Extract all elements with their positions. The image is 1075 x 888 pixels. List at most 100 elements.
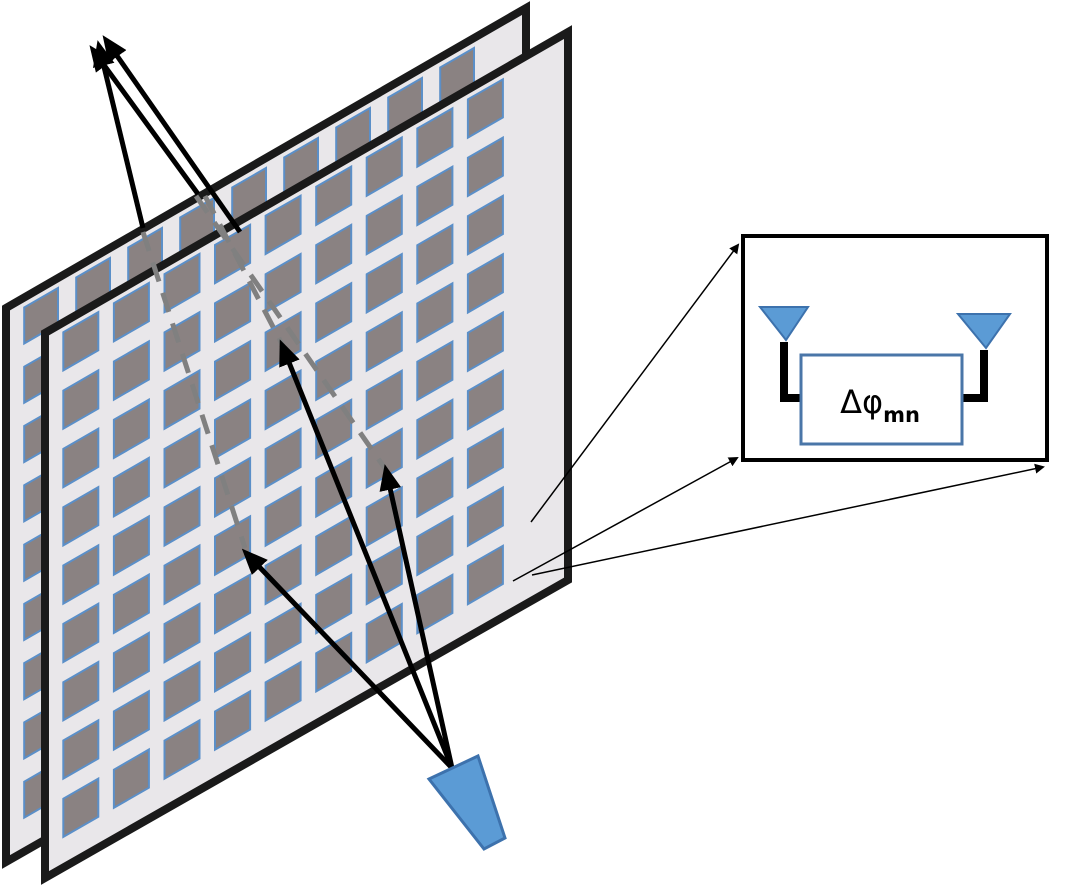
unit-cell <box>264 368 302 431</box>
unit-cell <box>264 427 302 490</box>
unit-cell <box>62 601 100 664</box>
unit-cell <box>315 456 353 519</box>
front-panel-cells <box>62 77 504 839</box>
unit-cell <box>62 310 100 373</box>
unit-cell <box>214 689 252 752</box>
unit-cell <box>264 485 302 548</box>
phase-shift-label: Δφmn <box>840 383 920 427</box>
unit-cell <box>264 543 302 606</box>
front-surface-panel <box>41 25 572 885</box>
unit-cell <box>466 544 504 606</box>
incident-ray-middle <box>279 339 455 769</box>
unit-cell <box>416 281 454 344</box>
zoom-line-bottom <box>531 463 1045 576</box>
phase-shift-symbol: Δφ <box>840 383 883 421</box>
unit-cell <box>466 485 504 548</box>
unit-cell <box>466 77 504 140</box>
unit-cell <box>62 368 100 431</box>
unit-cell <box>264 193 302 256</box>
unit-cell <box>365 310 403 373</box>
unit-cell <box>315 164 353 227</box>
unit-cell <box>163 310 201 373</box>
unit-cell <box>416 106 454 169</box>
unit-cell <box>466 369 504 431</box>
unit-cell <box>315 398 353 460</box>
unit-cell <box>112 339 150 402</box>
unit-cell <box>315 573 353 635</box>
unit-cell <box>365 368 403 431</box>
unit-cell <box>214 339 252 402</box>
unit-cell <box>214 397 252 460</box>
unit-cell <box>264 252 302 315</box>
unit-cell <box>163 718 201 781</box>
unit-cell <box>365 194 403 256</box>
unit-cell <box>62 718 100 781</box>
unit-cell <box>315 223 353 285</box>
unit-cell <box>466 194 504 256</box>
unit-cell <box>62 426 100 489</box>
unit-cell <box>112 689 150 752</box>
transmit-antenna-icon <box>955 313 1012 350</box>
dashed-ray-right <box>193 194 389 472</box>
unit-cell <box>112 397 150 460</box>
unit-cell <box>416 164 454 227</box>
unit-cell <box>163 602 201 664</box>
unit-cell <box>112 572 150 635</box>
right-feed-wire <box>962 350 988 402</box>
unit-cell <box>365 543 403 606</box>
unit-cell <box>163 660 201 723</box>
unit-cell <box>163 543 201 606</box>
reflected-ray-left <box>93 40 146 229</box>
unit-cell <box>416 339 454 402</box>
unit-cell <box>315 281 353 344</box>
unit-cell <box>264 602 302 664</box>
unit-cell <box>466 427 504 490</box>
unit-cell <box>365 427 403 490</box>
dashed-ray-paths <box>140 194 389 549</box>
reflected-rays <box>89 35 243 234</box>
unit-cell-inset: Δφmn <box>741 234 1049 462</box>
reflected-ray-right <box>102 35 243 234</box>
unit-cell <box>163 485 201 548</box>
unit-cell <box>466 252 504 315</box>
phase-shift-subscript: mn <box>883 403 920 427</box>
unit-cell <box>214 456 252 519</box>
unit-cell <box>416 223 454 286</box>
zoom-line-middle <box>512 457 739 582</box>
unit-cell <box>62 776 100 839</box>
incident-ray-left <box>241 548 454 770</box>
unit-cell <box>365 252 403 315</box>
left-feed-wire <box>780 342 801 402</box>
phase-shifter-box <box>799 353 964 446</box>
zoom-line-top <box>530 243 740 523</box>
unit-cell <box>214 281 252 344</box>
unit-cell <box>214 572 252 635</box>
unit-cell <box>214 631 252 694</box>
unit-cell <box>315 514 353 577</box>
unit-cell <box>416 398 454 461</box>
receive-antenna-icon <box>757 306 810 342</box>
feed-horn-icon <box>426 753 507 851</box>
reflected-ray-middle <box>89 45 201 196</box>
zoom-lines <box>512 243 1045 582</box>
unit-cell <box>163 427 201 489</box>
unit-cell <box>112 631 150 693</box>
unit-cell <box>112 456 150 519</box>
unit-cell <box>315 631 353 694</box>
unit-cell <box>264 660 302 723</box>
unit-cell <box>112 514 150 577</box>
unit-cell <box>416 514 454 577</box>
dashed-ray-middle <box>202 194 287 350</box>
unit-cell <box>112 281 150 344</box>
unit-cell <box>62 660 100 723</box>
incident-ray-right <box>379 464 455 769</box>
incident-rays <box>241 339 455 770</box>
unit-cell <box>365 135 403 198</box>
unit-cell <box>62 485 100 548</box>
unit-cell <box>416 456 454 519</box>
unit-cell <box>466 310 504 373</box>
unit-cell <box>112 747 150 810</box>
unit-cell <box>466 135 504 198</box>
unit-cell <box>62 543 100 606</box>
